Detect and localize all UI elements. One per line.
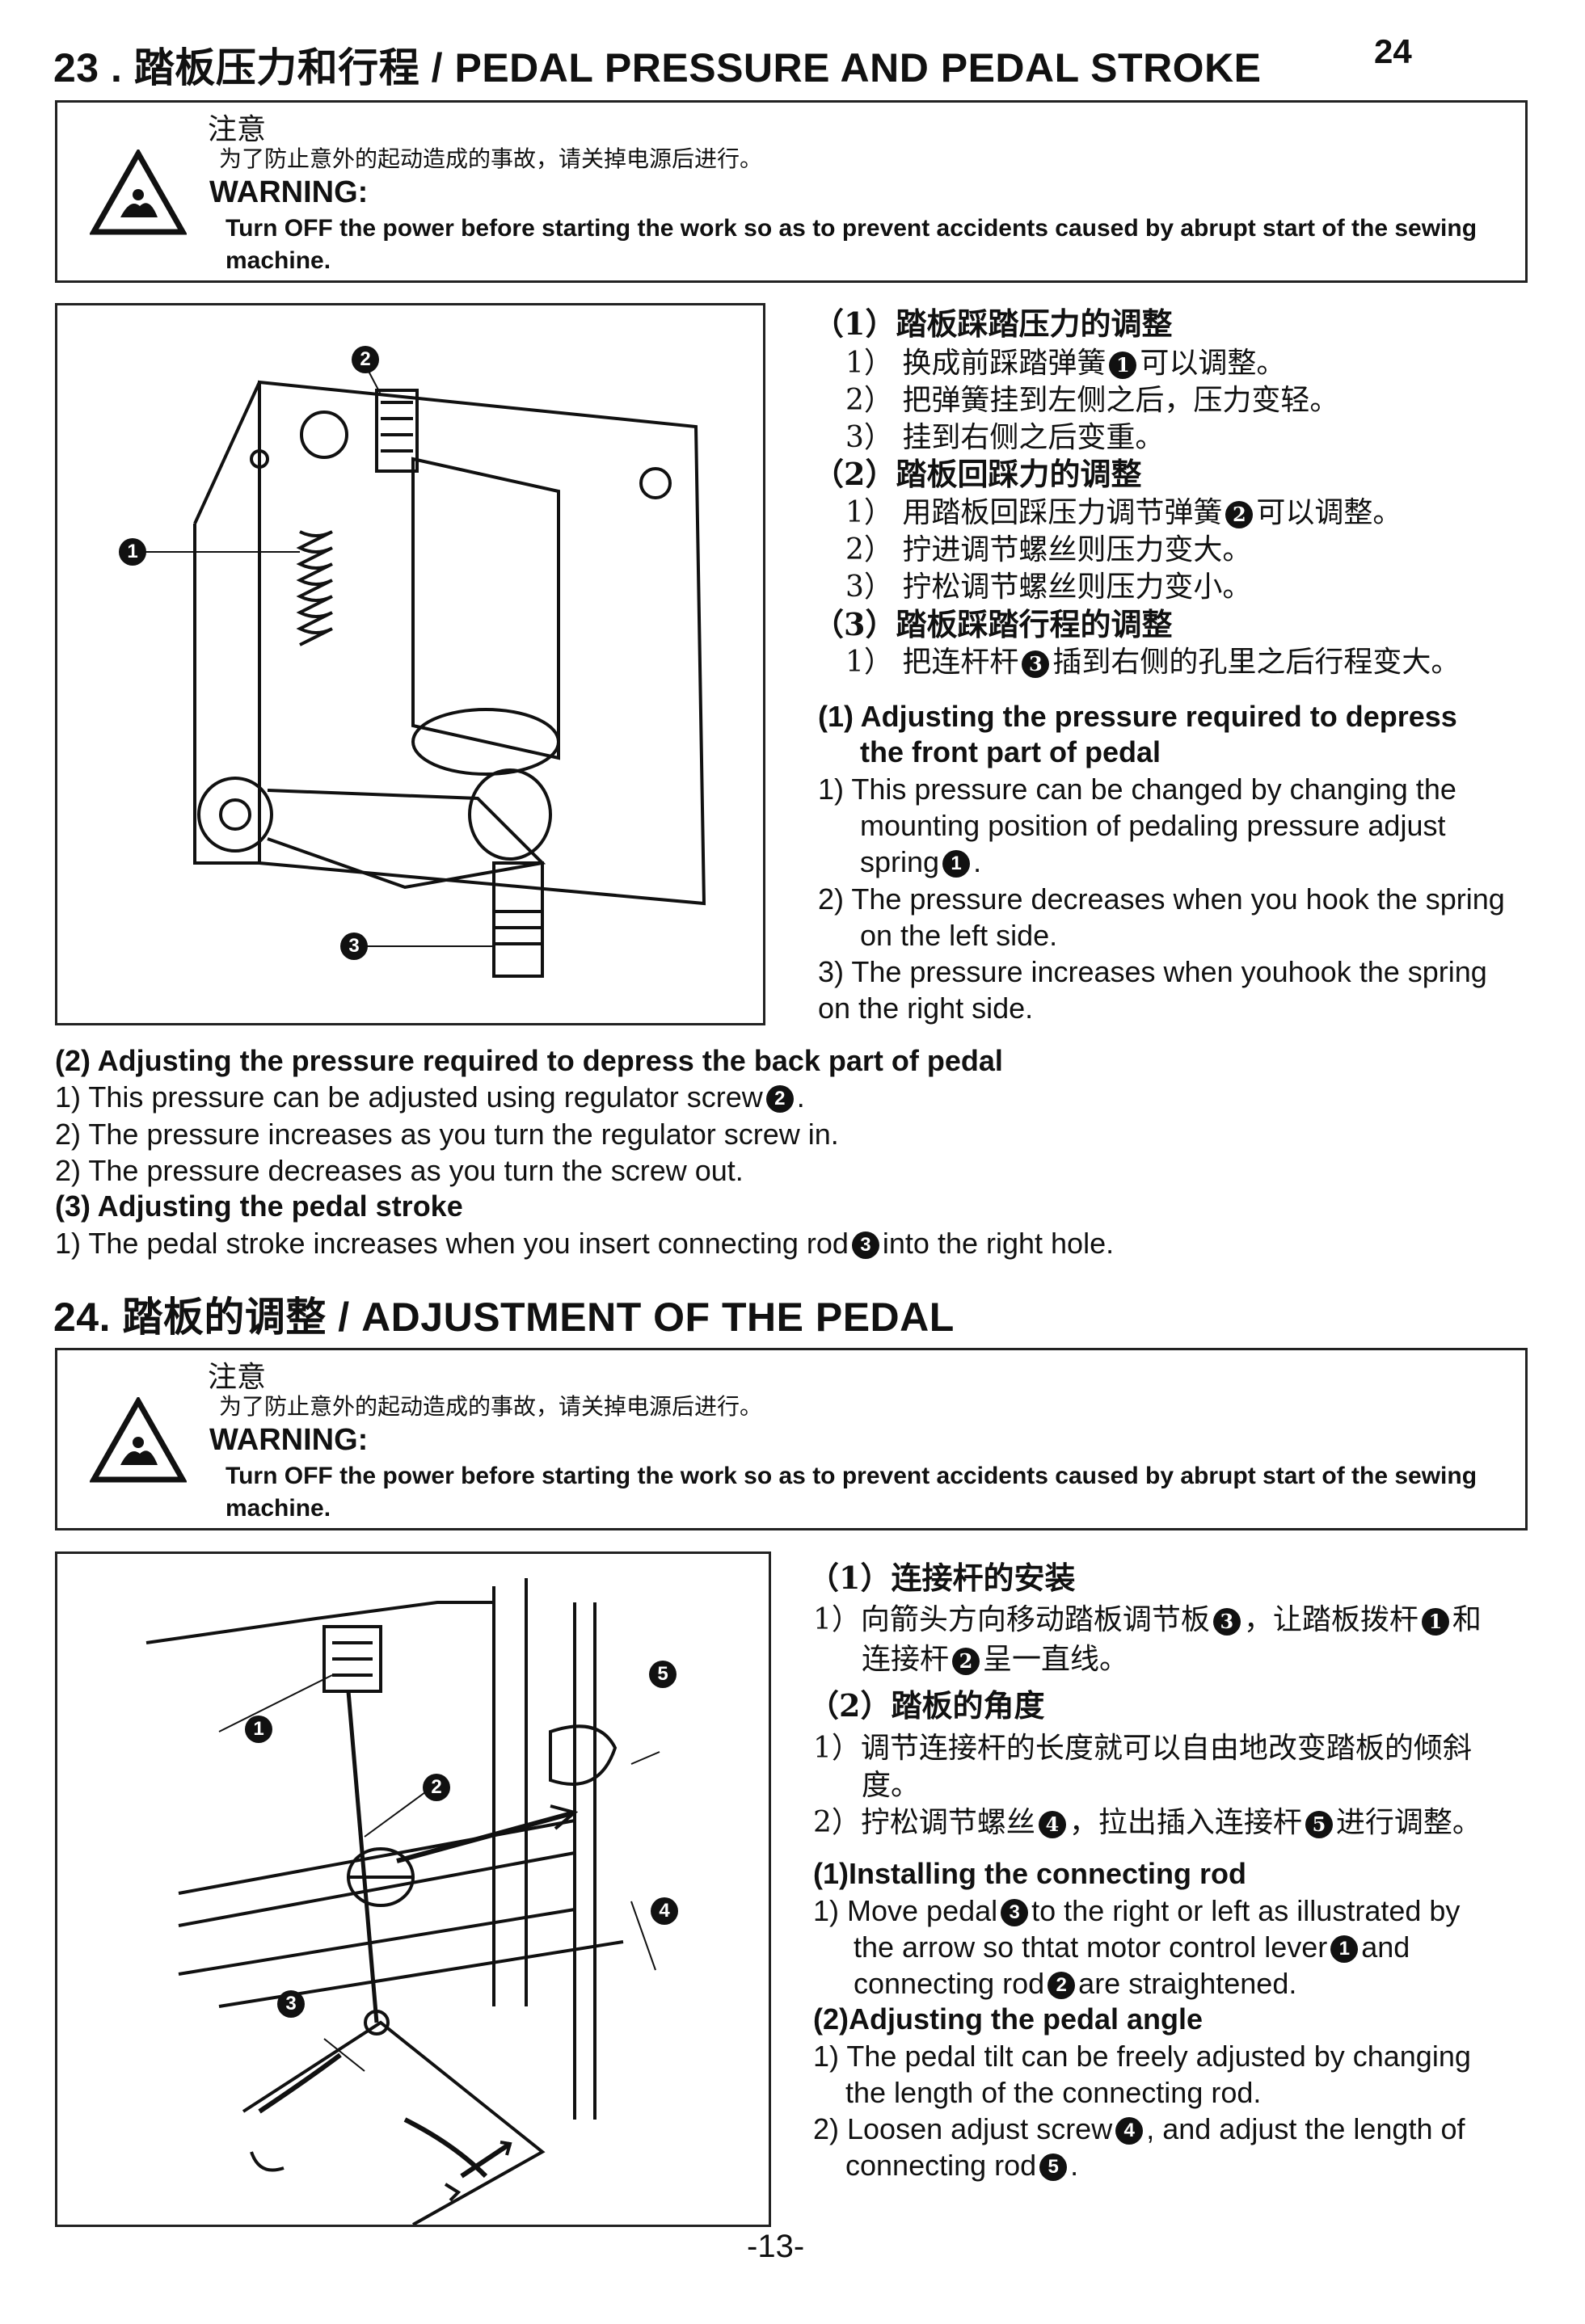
cn-heading-24-1: （1）连接杆的安装 <box>808 1560 1076 1596</box>
warning-cn-text: 为了防止意外的起动造成的事故，请关掉电源后进行。 <box>219 1393 763 1420</box>
cn-item-1-3: 3） 挂到右侧之后变重。 <box>845 421 1165 454</box>
callout-5: 5 <box>649 1661 677 1688</box>
page-number: -13- <box>747 2229 805 2264</box>
en-item-3-a: 3) The pressure increases when youhook t… <box>818 955 1487 988</box>
callout-2: 2 <box>352 346 379 373</box>
en-heading-24-2: (2)Adjusting the pedal angle <box>813 2002 1204 2036</box>
en-item-24-2-b: the length of the connecting rod. <box>845 2076 1262 2109</box>
warning-en-title: WARNING: <box>209 1423 369 1457</box>
callout-1: 1 <box>245 1716 272 1743</box>
cn-heading-24-2: （2）踏板的角度 <box>808 1687 1045 1724</box>
figure-pedal-adjustment: 1 2 3 4 5 <box>55 1551 771 2227</box>
warning-triangle-icon <box>90 149 187 235</box>
cn-item-24-2: 1）调节连接杆的长度就可以自由地改变踏板的倾斜 <box>813 1732 1472 1765</box>
en-item-2-1: 1) This pressure can be adjusted using r… <box>55 1080 805 1114</box>
callout-3: 3 <box>340 933 368 960</box>
cn-item-2-3: 3） 拧松调节螺丝则压力变小。 <box>845 570 1252 604</box>
callout-4: 4 <box>651 1897 678 1925</box>
cn-item-24-2-cont: 度。 <box>862 1769 921 1802</box>
warning-cn-title: 注意 <box>208 1361 267 1394</box>
warning-box: 注意 为了防止意外的起动造成的事故，请关掉电源后进行。 WARNING: Tur… <box>55 100 1528 283</box>
warning-triangle-icon <box>90 1397 187 1483</box>
en-item-2-3: 2) The pressure decreases as you turn th… <box>55 1154 744 1187</box>
en-item-3-1: 1) The pedal stroke increases when you i… <box>55 1227 1115 1260</box>
en-item-2-b: on the left side. <box>860 919 1058 952</box>
warning-cn-title: 注意 <box>208 113 267 146</box>
callout-1: 1 <box>119 538 146 566</box>
page-marker: 24 <box>1374 32 1412 70</box>
pedal-mechanism-illustration <box>138 360 706 978</box>
callout-2: 2 <box>423 1774 450 1801</box>
en-item-2-2: 2) The pressure increases as you turn th… <box>55 1118 839 1151</box>
cn-heading-3: （3）踏板踩踏行程的调整 <box>813 606 1173 642</box>
warning-en-title: WARNING: <box>209 175 369 209</box>
en-item-1-a: 1) This pressure can be changed by chang… <box>818 773 1456 806</box>
pedal-adjustment-illustration <box>145 1578 660 2226</box>
figure-pedal-mechanism: 2 1 3 <box>55 303 765 1025</box>
cn-item-1-2: 2） 把弹簧挂到左侧之后，压力变轻。 <box>845 384 1339 417</box>
callout-3: 3 <box>277 1990 305 2018</box>
cn-item-2-2: 2） 拧进调节螺丝则压力变大。 <box>845 533 1252 566</box>
warning-box-24: 注意 为了防止意外的起动造成的事故，请关掉电源后进行。 WARNING: Tur… <box>55 1348 1528 1530</box>
cn-heading-1: （1）踏板踩踏压力的调整 <box>813 305 1173 342</box>
en-item-3-b: on the right side. <box>818 991 1034 1025</box>
section-23-title: 23 . 踏板压力和行程 / PEDAL PRESSURE AND PEDAL … <box>53 45 1262 91</box>
en-item-2-a: 2) The pressure decreases when you hook … <box>818 882 1505 916</box>
en-heading-3: (3) Adjusting the pedal stroke <box>55 1189 463 1223</box>
en-heading-2: (2) Adjusting the pressure required to d… <box>55 1044 1003 1077</box>
en-item-24-2-a: 1) The pedal tilt can be freely adjusted… <box>813 2040 1471 2073</box>
warning-cn-text: 为了防止意外的起动造成的事故，请关掉电源后进行。 <box>219 145 763 172</box>
en-heading-1: (1) Adjusting the pressure required to d… <box>818 700 1457 733</box>
en-item-1-b: mounting position of pedaling pressure a… <box>860 809 1446 842</box>
en-heading-24-1: (1)Installing the connecting rod <box>813 1857 1247 1890</box>
en-heading-1-cont: the front part of pedal <box>860 735 1161 768</box>
cn-heading-2: （2）踏板回踩力的调整 <box>813 456 1142 492</box>
section-24-title: 24. 踏板的调整 / ADJUSTMENT OF THE PEDAL <box>53 1295 955 1340</box>
warning-en-text: Turn OFF the power before starting the w… <box>226 215 1478 274</box>
warning-en-text: Turn OFF the power before starting the w… <box>226 1463 1478 1522</box>
